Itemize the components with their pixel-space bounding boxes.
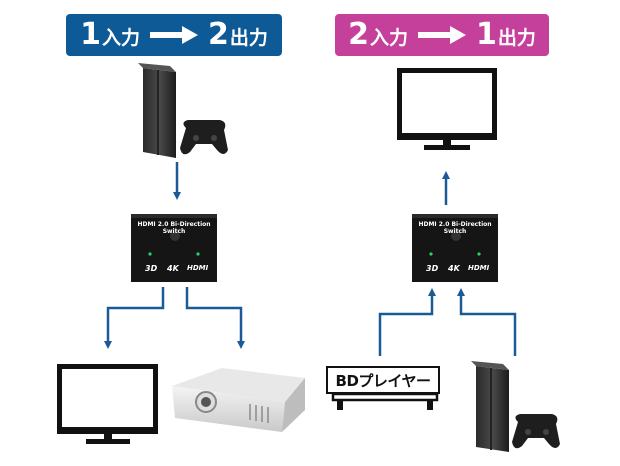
bd-player-label: BDプレイヤー (326, 366, 440, 394)
monitor-icon (397, 68, 497, 150)
badge-hdmi: HDMI (187, 264, 209, 272)
switch-title-line: Switch (162, 227, 186, 235)
switch-title-right: HDMI 2.0 Bi-Direction Switch (412, 221, 498, 235)
banner-input-label: 入力 (369, 27, 408, 49)
connection-line (378, 288, 436, 356)
banner-input-label: 入力 (101, 27, 140, 49)
banner-input-count: 1 (80, 17, 101, 52)
badge-4k: 4K (448, 264, 460, 273)
badge-4k: 4K (167, 264, 179, 273)
projector-icon (172, 368, 305, 432)
game-console-icon (138, 63, 176, 158)
game-console-icon (471, 361, 509, 452)
gamepad-icon (512, 414, 560, 449)
connection-line (185, 287, 245, 349)
badge-3d: 3D (145, 264, 158, 273)
badge-hdmi: HDMI (468, 264, 490, 272)
right-arrow-icon (150, 26, 198, 44)
badge-3d: 3D (426, 264, 439, 273)
hdmi-switch-left (131, 214, 217, 282)
connection-line (457, 288, 517, 356)
bd-player-stand (331, 392, 439, 410)
switch-title-line: Switch (443, 227, 467, 235)
banner-output-count: 2 (208, 17, 229, 52)
gamepad-icon (180, 120, 228, 155)
monitor-icon (57, 364, 158, 444)
banner-input-count: 2 (348, 17, 369, 52)
right-arrow-icon (418, 26, 466, 44)
hdmi-switch-right (412, 214, 498, 282)
banner-output-count: 1 (476, 17, 497, 52)
banner-output-label: 出力 (497, 27, 536, 49)
connection-line (104, 287, 165, 349)
banner-output-label: 出力 (229, 27, 268, 49)
switch-title-line: HDMI 2.0 Bi-Direction (418, 221, 492, 228)
switch-title-left: HDMI 2.0 Bi-Direction Switch (131, 221, 217, 235)
switch-title-line: HDMI 2.0 Bi-Direction (137, 221, 211, 228)
